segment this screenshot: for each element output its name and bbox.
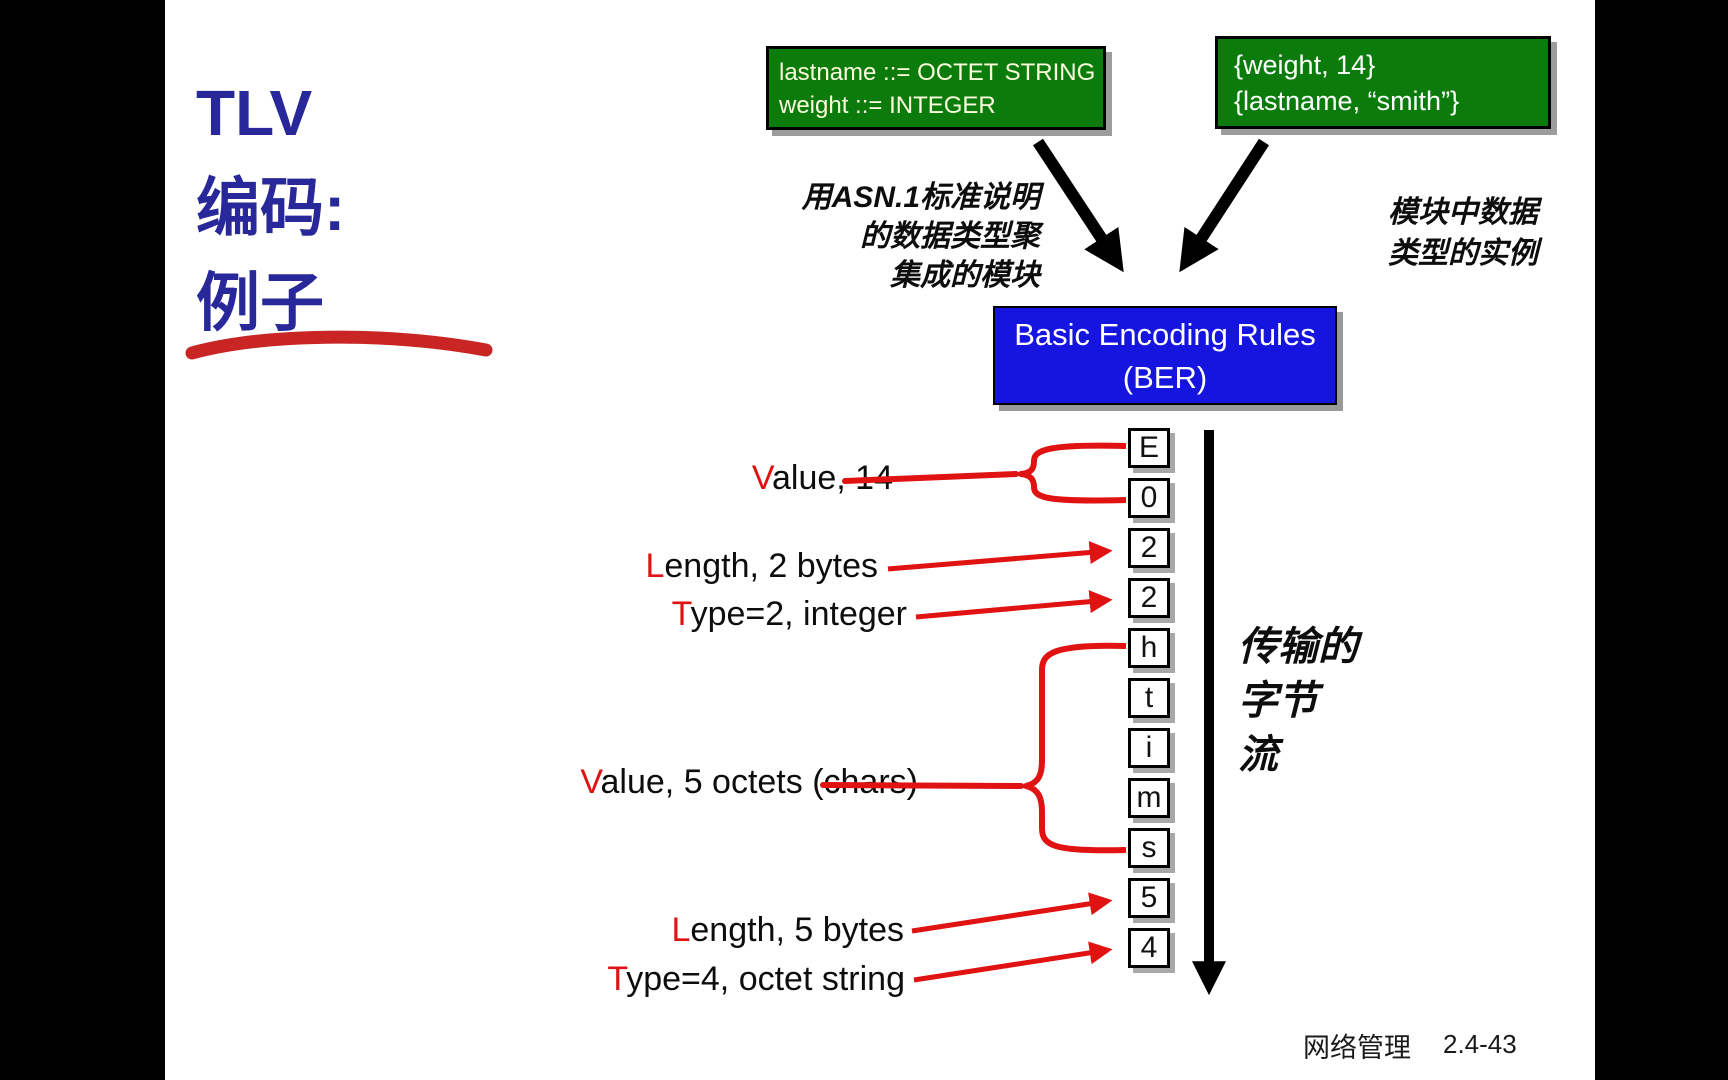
byte-box: 5 <box>1128 878 1170 918</box>
instance-box: {weight, 14} {lastname, “smith”} <box>1215 36 1551 129</box>
label-prefix: V <box>751 459 772 497</box>
byte-box: h <box>1128 628 1170 668</box>
instance-line: {weight, 14} <box>1234 50 1376 80</box>
title-line: 例子 <box>196 267 324 339</box>
label-rest: alue, 14 <box>772 459 893 497</box>
label-rest: ype=4, octet string <box>626 960 905 998</box>
byte-stream-note: 传输的 字节 流 <box>1238 620 1358 782</box>
title-line: 编码: <box>196 172 346 244</box>
slide-background <box>165 0 1595 1080</box>
asn-note-line: 的数据类型聚 <box>860 220 1040 253</box>
stream-note-line: 传输的 <box>1238 625 1358 669</box>
title-line: TLV <box>196 77 313 149</box>
label-type-4-octet-string: Type=4, octet string <box>607 960 905 999</box>
ber-line: (BER) <box>1122 360 1208 395</box>
label-type-2-integer: Type=2, integer <box>672 595 907 634</box>
byte-box: m <box>1128 778 1170 818</box>
asn-note: 用ASN.1标准说明 的数据类型聚 集成的模块 <box>802 178 1040 295</box>
label-value-5-octets: Value, 5 octets (chars) <box>580 763 918 802</box>
label-length-2-bytes: Length, 2 bytes <box>645 547 878 586</box>
label-prefix: L <box>645 547 665 585</box>
label-length-5-bytes: Length, 5 bytes <box>671 911 904 950</box>
instance-note-line: 类型的实例 <box>1388 237 1538 270</box>
asn-module-line: weight ::= INTEGER <box>779 92 996 119</box>
label-value-14: Value, 14 <box>752 459 893 498</box>
byte-box: 2 <box>1128 578 1170 618</box>
label-rest: alue, 5 octets (chars) <box>600 763 918 801</box>
instance-note: 模块中数据 类型的实例 <box>1388 192 1538 274</box>
instance-line: {lastname, “smith”} <box>1234 86 1460 116</box>
footer-course-name: 网络管理 <box>1303 1033 1411 1063</box>
byte-box: 4 <box>1128 928 1170 968</box>
asn-note-line: 用ASN.1标准说明 <box>801 181 1040 214</box>
page-title: TLV 编码: 例子 <box>196 66 345 351</box>
ber-box: Basic Encoding Rules (BER) <box>993 306 1337 405</box>
byte-box: 0 <box>1128 478 1170 518</box>
byte-box: i <box>1128 728 1170 768</box>
byte-box: t <box>1128 678 1170 718</box>
label-prefix: V <box>580 763 601 801</box>
label-prefix: T <box>671 595 691 633</box>
stream-note-line: 字节 <box>1238 679 1318 723</box>
stream-note-line: 流 <box>1238 733 1278 777</box>
byte-box: 2 <box>1128 528 1170 568</box>
label-prefix: L <box>671 911 691 949</box>
ber-line: Basic Encoding Rules <box>1014 317 1316 352</box>
label-rest: ype=2, integer <box>690 595 907 633</box>
asn-module-line: lastname ::= OCTET STRING <box>779 59 1096 86</box>
instance-note-line: 模块中数据 <box>1388 196 1538 229</box>
asn-module-box: lastname ::= OCTET STRING weight ::= INT… <box>766 46 1106 130</box>
label-rest: ength, 5 bytes <box>690 911 904 949</box>
footer-page-number: 2.4-43 <box>1443 1029 1517 1059</box>
asn-note-line: 集成的模块 <box>890 259 1040 292</box>
byte-box: s <box>1128 828 1170 868</box>
label-prefix: T <box>607 960 627 998</box>
byte-box: E <box>1128 428 1170 468</box>
label-rest: ength, 2 bytes <box>664 547 878 585</box>
